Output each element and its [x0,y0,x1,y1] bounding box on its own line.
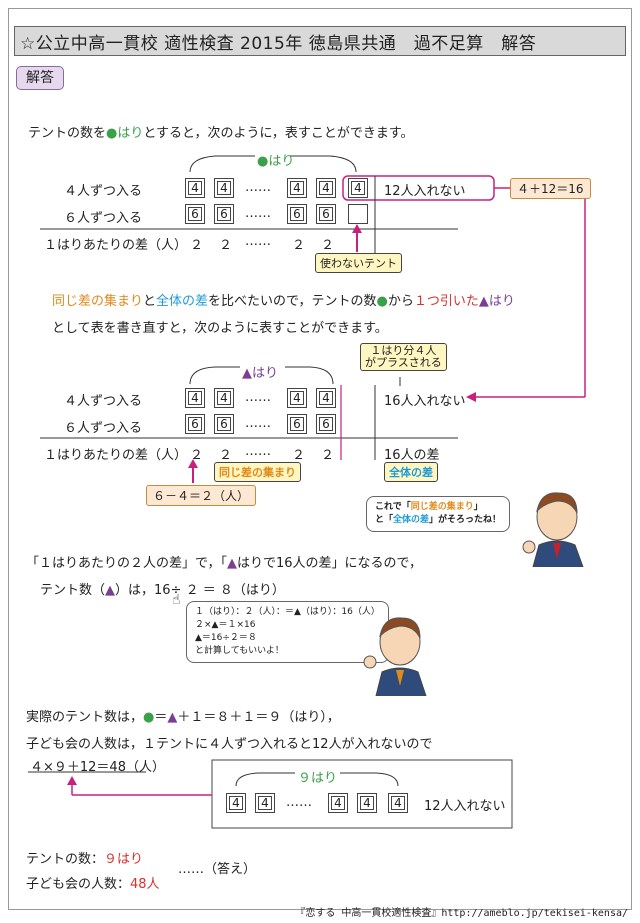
green-circle-icon: ● [106,126,118,141]
table1-overflow: 12人入れない [384,184,466,199]
diff-value: ２ [321,448,335,463]
tent-box: 6 [287,414,307,434]
ellipsis: …… [245,416,271,431]
tent-box: 4 [348,178,368,198]
same-diff-tag: 同じ差の集まり [214,462,301,482]
teacher-illustration [522,492,584,567]
tent-box: 4 [316,178,336,198]
para3-line1: 「１はりあたりの２人の差」で，「▲はりで16人の差」になるので， [26,556,423,571]
diff-value: ２ [190,238,204,253]
diff-value: ２ [292,448,306,463]
footer-credit: 『恋する 中高一貫校適性検査』http://ameblo.jp/tekisei-… [295,908,628,919]
ellipsis: …… [245,390,271,405]
para4-line1: 実際のテント数は，●＝▲＋１＝８＋１＝９（はり）， [26,710,340,725]
tent-box: 4 [185,178,205,198]
ellipsis: …… [245,180,271,195]
table2-row1-label: ４人ずつ入る [64,394,143,409]
tent-box: 6 [214,414,234,434]
purple-triangle-icon: ▲ [226,556,237,571]
purple-triangle-icon: ▲ [478,294,489,309]
table2-overflow: 16人入れない [384,394,466,409]
purple-triangle-icon: ▲ [105,583,116,598]
tent-box: 4 [388,793,408,813]
answer-tents: テントの数：９はり [26,852,144,867]
tent-box: 6 [287,204,307,224]
ellipsis: …… [245,206,271,221]
plus-tag: １はり分４人がプラスされる [360,343,447,371]
diff-value: ２ [292,238,306,253]
ellipsis: …… [245,234,271,249]
diff-value: ２ [219,448,233,463]
tent-box: 4 [287,388,307,408]
total-diff-tag: 全体の差 [384,462,438,482]
tent-box: 4 [328,793,348,813]
speech-bubble-2: １（はり）：２（人）：＝▲（はり）：16（人） ２×▲＝１×16 ▲＝16÷２＝… [186,601,389,663]
tent-box: 4 [214,388,234,408]
purple-triangle-icon: ▲ [167,710,178,725]
para3-line2: テント数（▲）は，16÷ ２ ＝ ８（はり） [40,583,285,598]
ellipsis: …… [286,795,312,810]
tent-box: 4 [226,793,246,813]
tent-box: 6 [185,204,205,224]
intro-text: テントの数を●はりとすると，次のように，表すことができます。 [28,122,414,141]
tent-box: 6 [316,414,336,434]
table3-overflow: 12人入れない [424,799,506,814]
answer-people: 子ども会の人数：48人 [26,877,160,892]
table2-diff-label: 16人の差 [384,448,440,463]
table2-brace-label: ▲はり [242,366,279,381]
calc-tag: ４＋12＝16 [510,178,591,199]
diff-calc-tag: ６－４＝２（人） [146,485,257,506]
title-bar [14,26,626,56]
page-title: ☆公立中高一貫校 適性検査 2015年 徳島県共通 過不足算 解答 [20,34,537,54]
teacher-illustration [363,617,427,696]
table2-row3-label: １はりあたりの差（人） [44,448,188,463]
formula: ４×９＋12＝48（人） [30,760,165,775]
table1-row3-label: １はりあたりの差（人） [44,238,188,253]
table1-brace-label: ●はり [257,154,295,169]
tent-box: 4 [185,388,205,408]
green-circle-icon: ● [143,710,155,725]
tent-box: 4 [316,388,336,408]
answer-mark: ……（答え） [178,862,257,877]
diff-value: ２ [190,448,204,463]
tent-box: 4 [287,178,307,198]
intro-part1: テントの数を [28,126,107,141]
tent-box: 6 [316,204,336,224]
tent-box: 4 [214,178,234,198]
para4-line2: 子ども会の人数は，１テントに４人ずつ入れると12人が入れないので [26,737,433,752]
table2-row2-label: ６人ずつ入る [64,421,143,436]
pointing-hand-icon: ☝ [172,592,181,608]
intro-part3: とすると，次のように，表すことができます。 [143,126,414,141]
empty-tent-box [348,204,368,224]
tent-box: 6 [214,204,234,224]
table1-row2-label: ６人ずつ入る [64,211,143,226]
answer-badge: 解答 [16,66,64,90]
table3-brace-label: ９はり [298,771,338,786]
tent-box: 6 [185,414,205,434]
para2-line1: 同じ差の集まりと全体の差を比べたいので，テントの数●から１つ引いた▲はり [52,294,515,309]
table1-row1-label: ４人ずつ入る [64,184,143,199]
diff-value: ２ [219,238,233,253]
diff-value: ２ [321,238,335,253]
tent-box: 4 [255,793,275,813]
page-frame [8,8,632,910]
green-circle-icon: ● [376,294,388,309]
speech-bubble-1: これで「同じ差の集まり」 と「全体の差」がそろったね！ [366,496,511,532]
ellipsis: …… [245,444,271,459]
tent-box: 4 [357,793,377,813]
purple-triangle-icon: ▲ [242,366,252,381]
green-circle-icon: ● [257,154,269,169]
intro-part2: はり [117,126,144,141]
unused-tent-tag: 使わないテント [315,253,402,273]
para2-line2: として表を書き直すと，次のように表すことができます。 [52,321,388,336]
